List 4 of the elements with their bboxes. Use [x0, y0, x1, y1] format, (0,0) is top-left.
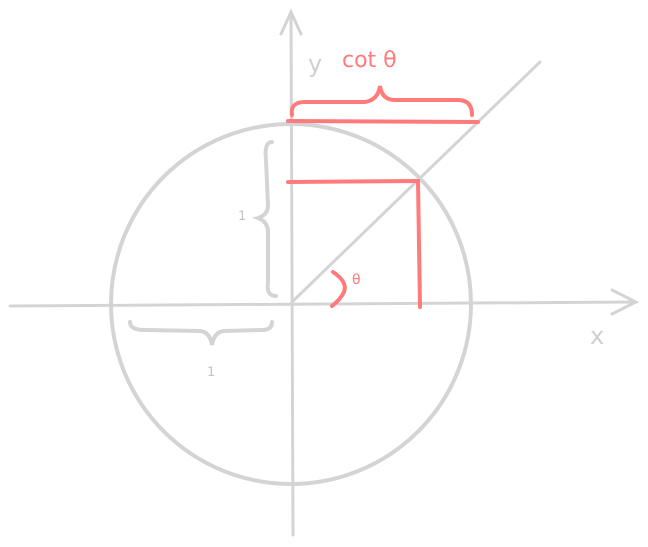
length-label: 1	[238, 210, 246, 223]
angle-label: θ	[352, 273, 361, 287]
length-label: 1	[207, 366, 216, 379]
cot-label: cot θ	[342, 50, 397, 72]
